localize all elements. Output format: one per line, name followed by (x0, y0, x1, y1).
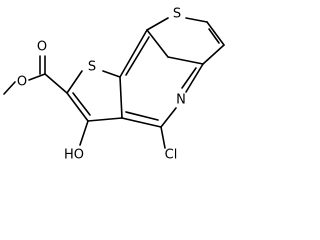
bond-c-c-bottom (121, 117, 162, 128)
sulfur-atom-top: S (173, 7, 181, 22)
bond-c-c-left (119, 29, 148, 78)
bond-c-c-top-left (146, 29, 169, 58)
bond-c-c-left-inner (125, 36, 150, 76)
nitrogen-atom: N (176, 93, 186, 108)
structure-canvas: S S N O O HO Cl (3, 7, 225, 163)
bond-fusion-bottom (119, 76, 123, 119)
bond-c-c-bottom-inner (125, 111, 159, 121)
bonds (3, 17, 225, 149)
chemical-structure: S S N O O HO Cl (3, 7, 225, 163)
bond-o-methyl (3, 81, 16, 95)
bond-s-top-right (185, 17, 208, 23)
ester-oxygen-atom: O (17, 75, 27, 90)
sulfur-atom-middle: S (88, 60, 96, 75)
bond-c-n-top (185, 63, 204, 93)
bond-c-oh (79, 120, 89, 146)
bond-s-c-middle-left (66, 70, 83, 94)
bond-c-c-middle-left (66, 92, 89, 122)
bond-s-top-left (146, 17, 169, 31)
bond-fusion-top (167, 56, 204, 65)
bond-c-s-middle-right (102, 70, 121, 78)
bond-c-n-top-inner (181, 67, 197, 89)
bond-c-o-ester (28, 73, 46, 81)
bond-c-carbonyl (44, 73, 68, 94)
bond-n-c-bottom (160, 107, 177, 128)
bond-c-c-middle-left-inner (72, 92, 91, 116)
bond-c-cl (160, 126, 166, 149)
bond-c-c-right (202, 44, 225, 65)
bond-c-c-top-right-inner (208, 28, 220, 44)
chlorine-atom: Cl (165, 148, 178, 163)
atom-labels: S S N O O HO Cl (17, 7, 186, 163)
carbonyl-oxygen-atom: O (37, 40, 47, 55)
bond-c-c-middle-bottom (87, 117, 123, 122)
bond-c-c-top-right (206, 21, 225, 46)
hydroxyl-group: HO (64, 148, 84, 163)
